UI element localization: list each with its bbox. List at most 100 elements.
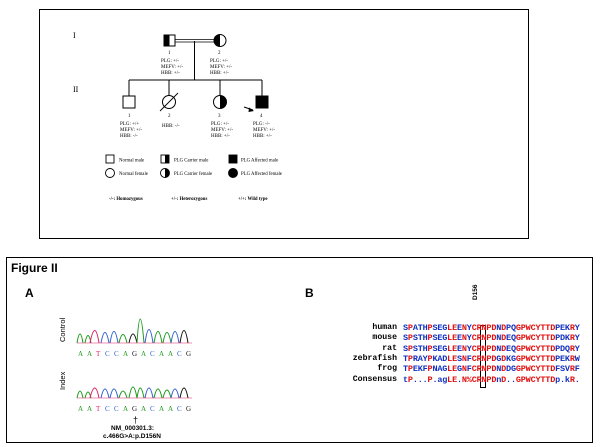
species-name: human [372, 323, 397, 332]
svg-text:PLG Carrier male: PLG Carrier male [174, 159, 208, 164]
generation-label-2: II [73, 85, 79, 94]
svg-text:C: C [105, 405, 110, 413]
individual-II-4-affected-male-proband [243, 95, 269, 112]
individual-II-4-mefv: MEFV: +/- [253, 128, 275, 133]
individual-I-2-carrier-female [213, 34, 227, 47]
individual-II-4-plg: PLG: -/- [253, 122, 270, 127]
svg-text:A: A [123, 350, 128, 358]
index-bases: A A T C C A G A C A A C G [78, 405, 191, 413]
chromatogram: Control Index A A T C C A G [58, 317, 192, 440]
residue-label: D156 [472, 284, 479, 300]
svg-text:C: C [150, 405, 155, 413]
individual-II-3-mefv: MEFV: +/- [211, 128, 233, 133]
svg-text:A: A [87, 350, 92, 358]
individual-II-1-hbb: HBB: -/- [120, 134, 138, 139]
svg-text:PLG Affected female: PLG Affected female [241, 172, 282, 177]
index-label: Index [58, 371, 67, 390]
individual-II-3-carrier-female [213, 95, 227, 109]
sequence: TPEKFPNAGLEGNFCRNPDNDDGGPWCYTTDFSVRF [403, 364, 580, 375]
species-name: mouse [372, 333, 397, 343]
individual-I-2-hbb: HBB: +/- [210, 71, 229, 76]
individual-I-2-plg: PLG: +/- [210, 59, 228, 64]
individual-II-1-mefv: MEFV: +/- [120, 128, 142, 133]
legend-heterozygous: +/-: Heterozygous [171, 197, 207, 202]
species-name: Consensus [352, 374, 397, 384]
legend-affected-female: PLG Affected female [228, 168, 282, 178]
legend-affected-male: PLG Affected male [228, 154, 278, 164]
figure-title: Figure II [11, 261, 58, 275]
dagger-marker: † [133, 415, 138, 425]
sequence: SPSTHPSEGLEENYCRNPDNDEQGPWCYTTDPDQRY [403, 343, 580, 354]
sequence: SPATHPSEGLEENYCRNPDNDPQGPWCYTTDPEKRY [403, 323, 580, 333]
svg-text:G: G [186, 350, 191, 358]
svg-text:A: A [78, 350, 83, 358]
individual-I-1-carrier-male [163, 34, 176, 47]
individual-II-1-normal-male [122, 95, 136, 109]
svg-text:T: T [96, 405, 101, 413]
individual-II-1-number: 1 [128, 114, 131, 119]
svg-text:PLG Carrier female: PLG Carrier female [174, 172, 212, 177]
svg-text:T: T [96, 350, 101, 358]
svg-text:A: A [123, 405, 128, 413]
generation-label-1: I [73, 31, 76, 40]
pedigree-frame: I II 1 PLG: +/- MEFV: +/- HBB: +/- 2 PLG… [39, 9, 529, 239]
legend-normal-male: Normal male [105, 154, 144, 164]
individual-II-1-plg: PLG: +/+ [120, 122, 139, 127]
species-name: frog [377, 364, 397, 374]
individual-II-3-number: 3 [218, 114, 221, 119]
svg-text:G: G [132, 350, 137, 358]
individual-I-1-mefv: MEFV: +/- [161, 65, 183, 70]
svg-text:G: G [186, 405, 191, 413]
pedigree-chart: I II 1 PLG: +/- MEFV: +/- HBB: +/- 2 PLG… [73, 31, 282, 202]
index-trace [76, 386, 192, 399]
svg-text:A: A [87, 405, 92, 413]
individual-I-1-number: 1 [168, 51, 171, 56]
individual-I-1-plg: PLG: +/- [161, 59, 179, 64]
svg-text:C: C [177, 405, 182, 413]
svg-text:C: C [177, 350, 182, 358]
individual-II-2-deceased-female [159, 92, 179, 112]
mutation-transcript: NM_000301.3: [111, 425, 154, 432]
legend-normal-female: Normal female [105, 168, 148, 178]
svg-text:C: C [150, 350, 155, 358]
svg-text:C: C [105, 350, 110, 358]
individual-I-2-number: 2 [218, 51, 221, 56]
svg-text:Normal male: Normal male [119, 159, 144, 164]
svg-text:G: G [132, 405, 137, 413]
legend-wild-type: +/+: Wild type [238, 197, 268, 202]
svg-text:C: C [114, 350, 119, 358]
svg-text:A: A [168, 405, 173, 413]
svg-text:C: C [114, 405, 119, 413]
legend-carrier-male: PLG Carrier male [160, 154, 208, 164]
species-name: zebrafish [352, 353, 397, 363]
control-bases: A A T C C A G A C A A C G [78, 350, 191, 358]
proband-arrow-icon [248, 107, 254, 112]
svg-text:A: A [141, 350, 146, 358]
individual-I-1-hbb: HBB: +/- [161, 71, 180, 76]
svg-text:PLG Affected male: PLG Affected male [241, 159, 278, 164]
legend-homozygous: -/-: Homozygous [109, 197, 143, 202]
svg-text:A: A [168, 350, 173, 358]
svg-text:A: A [159, 405, 164, 413]
mutation-change: c.466G>A:p.D156N [103, 433, 161, 440]
svg-text:Normal female: Normal female [119, 172, 148, 177]
svg-text:A: A [141, 405, 146, 413]
individual-II-2-number: 2 [168, 114, 171, 119]
panel-b-label: B [305, 286, 314, 300]
individual-I-2-mefv: MEFV: +/- [210, 65, 232, 70]
control-label: Control [58, 317, 67, 342]
panel-a-label: A [25, 286, 34, 300]
conservation-alignment: human SPATHPSEGLEENYCRNPDNDPQGPWCYTTDPEKR… [337, 323, 587, 393]
individual-II-3-hbb: HBB: +/- [211, 134, 230, 139]
residue-highlight-box [480, 325, 486, 388]
figure-ii-frame: Figure II A B Control Index A A T [6, 257, 593, 443]
svg-text:A: A [159, 350, 164, 358]
sequence: tP...P.agLE.N%CRNPDnD..GPWCYTTDp.kR. [403, 374, 580, 385]
legend-carrier-female: PLG Carrier female [160, 168, 212, 178]
control-trace [76, 318, 192, 344]
individual-II-4-hbb: HBB: +/- [253, 134, 272, 139]
individual-II-2-hbb: HBB: -/- [162, 124, 180, 129]
individual-II-4-number: 4 [260, 114, 263, 119]
sequence: SPSTHPSEGLEENYCRNPDNDEQGPWCYTTDPDKRY [403, 333, 580, 344]
sequence: TPRAYPKADLESNFCRNPDGDKGGPWCYTTDPEKRW [403, 353, 580, 364]
